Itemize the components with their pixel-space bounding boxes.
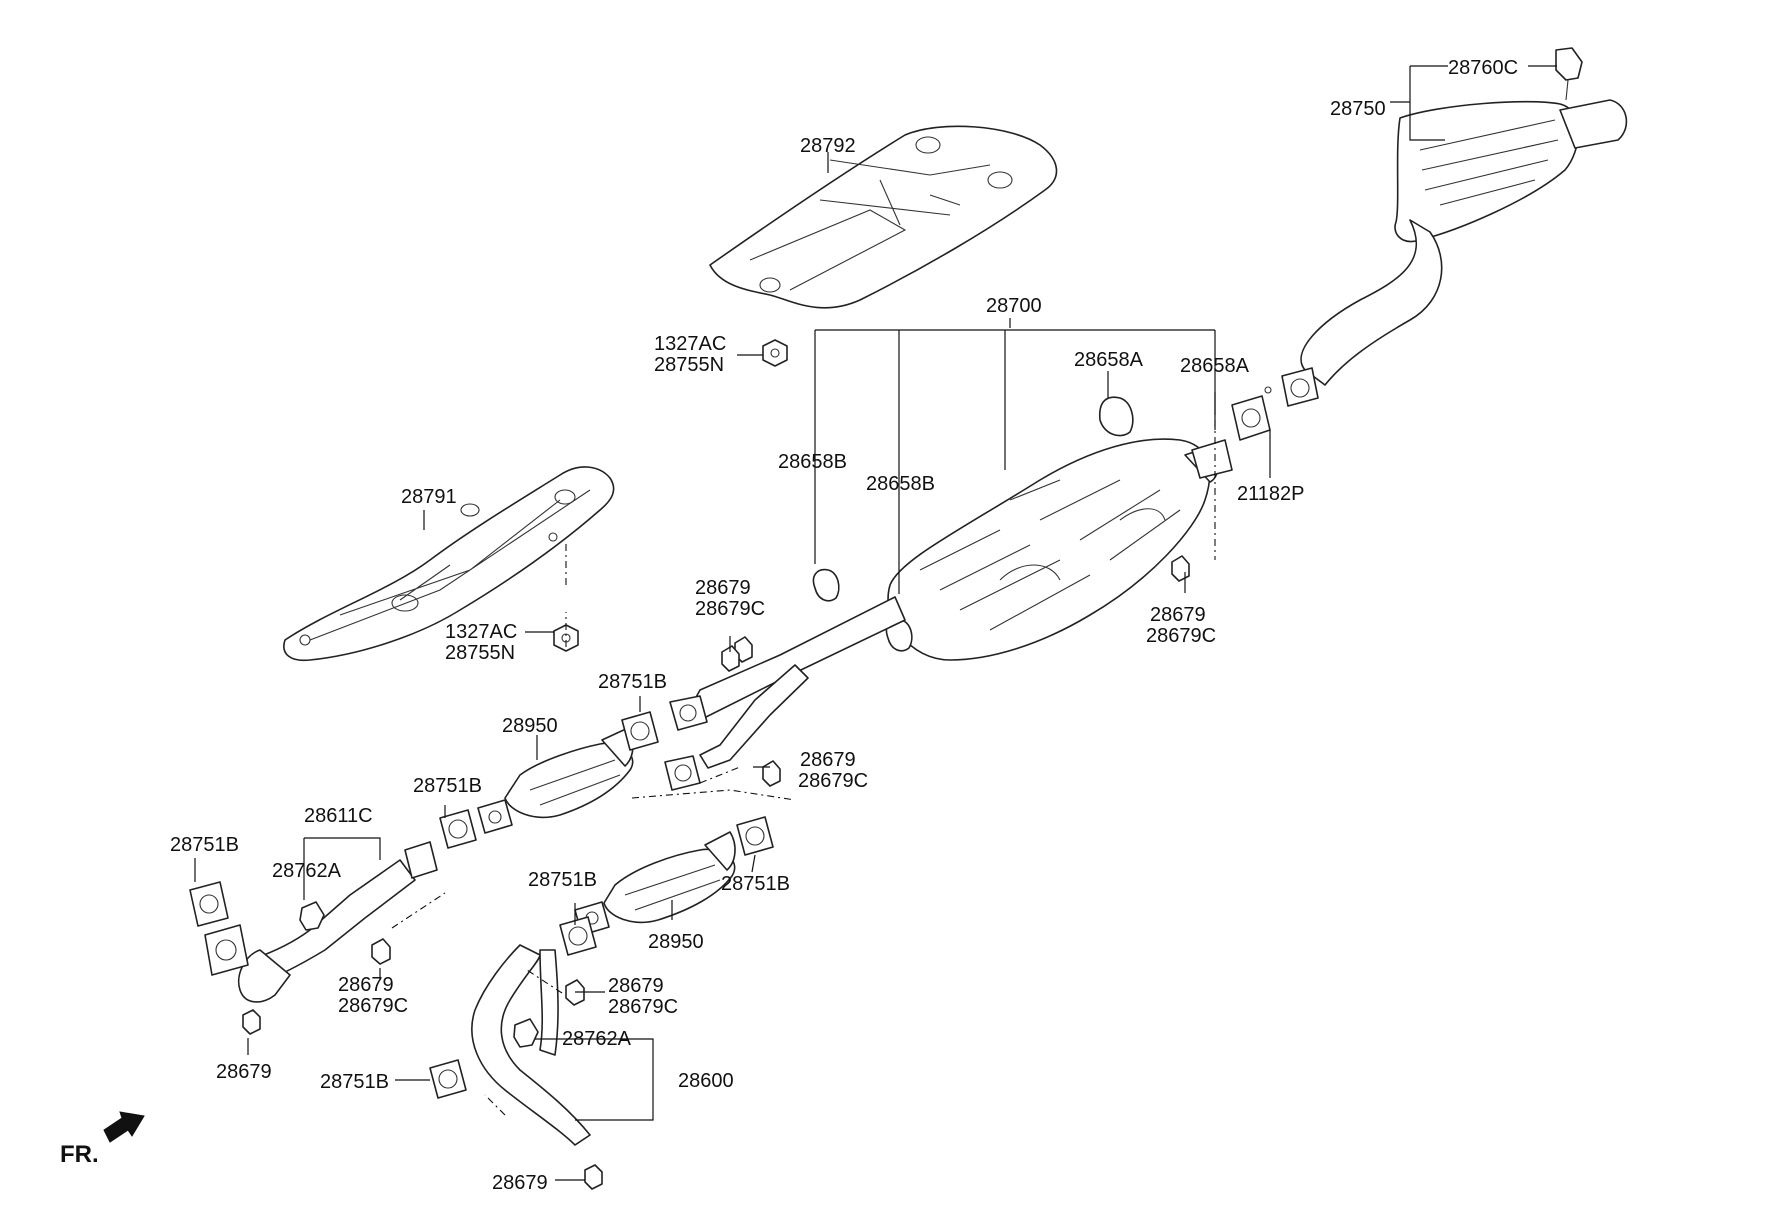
callout-28751B-1: 28751B (598, 671, 667, 693)
lower-converter-part (574, 831, 736, 936)
gasket-lower-part (559, 816, 774, 956)
callout-28679-f: 28679 (216, 1061, 272, 1083)
callout-labels: 28760C 28750 28792 1327AC 28755N 28700 2… (60, 57, 1518, 1194)
y-pipe-part (664, 596, 906, 791)
callout-28751B-5: 28751B (528, 869, 597, 891)
callout-28679-b: 28679 (1150, 604, 1206, 626)
callout-28679-c: 28679 (800, 749, 856, 771)
callout-28760C: 28760C (1448, 57, 1518, 79)
middle-heat-shield-part (283, 466, 615, 662)
leader-lines (194, 65, 1557, 1181)
callout-28755N-mid: 28755N (445, 642, 515, 664)
callout-28679C-c: 28679C (798, 770, 868, 792)
callout-28658A-2: 28658A (1180, 355, 1250, 377)
callout-28658A-1: 28658A (1074, 349, 1144, 371)
callout-28755N-top: 28755N (654, 354, 724, 376)
dash-lines (391, 420, 1216, 1116)
callout-21182P: 21182P (1237, 483, 1304, 505)
front-pipe-left-part (189, 841, 438, 1035)
callout-28679-d: 28679 (338, 974, 394, 996)
callout-28750: 28750 (1330, 98, 1386, 120)
front-direction-label: FR. (60, 1141, 99, 1168)
callout-1327AC-mid: 1327AC (445, 621, 517, 643)
callout-28950-2: 28950 (648, 931, 704, 953)
callout-1327AC-top: 1327AC (654, 333, 726, 355)
front-pipe-right-part (429, 944, 603, 1190)
callout-28679-g: 28679 (492, 1172, 548, 1194)
gasket-upper-part (439, 711, 659, 849)
callout-28679C-e: 28679C (608, 996, 678, 1018)
nut-top-part (762, 339, 788, 367)
callout-28751B-2: 28751B (413, 775, 482, 797)
callout-28679C-b: 28679C (1146, 625, 1216, 647)
front-arrow-icon (103, 1111, 145, 1143)
callout-28658B-2: 28658B (866, 473, 935, 495)
callout-28658B-1: 28658B (778, 451, 847, 473)
callout-28751B-4: 28751B (721, 873, 790, 895)
rear-muffler-part (1300, 47, 1628, 386)
nut-28679-upper (721, 645, 740, 672)
callout-28611C: 28611C (304, 805, 373, 827)
callout-28950-1: 28950 (502, 715, 558, 737)
callout-28679C-d: 28679C (338, 995, 408, 1017)
nut-28679-right (1171, 555, 1190, 582)
upper-converter-part (477, 727, 634, 834)
callout-28762A-2: 28762A (562, 1028, 632, 1050)
callout-28751B-6: 28751B (320, 1071, 389, 1093)
callout-28679-a: 28679 (695, 577, 751, 599)
rear-flange-part (1231, 367, 1319, 441)
callout-28679-e: 28679 (608, 975, 664, 997)
callout-28792: 28792 (800, 135, 856, 157)
callout-28600: 28600 (678, 1070, 734, 1092)
callout-28791: 28791 (401, 486, 457, 508)
callout-28762A-1: 28762A (272, 860, 342, 882)
upper-heat-shield-part (709, 125, 1058, 309)
callout-28751B-3: 28751B (170, 834, 239, 856)
center-muffler-part (812, 396, 1233, 661)
callout-28700: 28700 (986, 295, 1042, 317)
callout-28679C-a: 28679C (695, 598, 765, 620)
